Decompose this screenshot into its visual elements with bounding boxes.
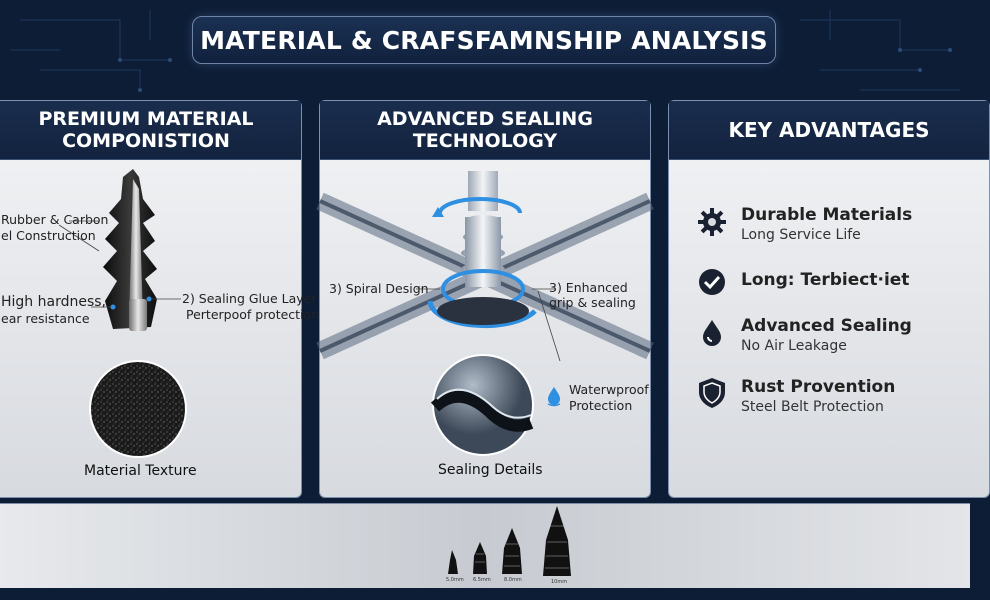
advantage-title: Long: Terbiect·iet bbox=[741, 270, 910, 290]
label-rubber-1: Rubber & Carbon bbox=[1, 212, 109, 227]
label-glue-1: 2) Sealing Glue Layer bbox=[182, 291, 317, 306]
advantage-title: Rust Provention bbox=[741, 377, 896, 397]
gear-icon bbox=[698, 208, 726, 236]
advantages-panel: KEY ADVANTAGES Durable Materials Long Se… bbox=[668, 100, 990, 498]
sealing-panel-header: ADVANCED SEALING TECHNOLOGY bbox=[320, 101, 650, 160]
water-drop-icon bbox=[703, 320, 721, 346]
size-label: 8.0mm bbox=[504, 577, 522, 583]
advantage-subtitle: Steel Belt Protection bbox=[741, 399, 884, 415]
label-water-2: Protection bbox=[569, 398, 633, 413]
advantages-panel-header: KEY ADVANTAGES bbox=[669, 101, 989, 160]
label-hardness-2: ear resistance bbox=[1, 311, 90, 326]
sealing-panel: ADVANCED SEALING TECHNOLOGY 3) Spir bbox=[316, 100, 654, 498]
page-title-box: MATERIAL & CRAFSFAMNSHIP ANALYSIS bbox=[192, 16, 776, 64]
label-hardness-1: High hardness, bbox=[1, 294, 106, 310]
size-label: 10mm bbox=[551, 579, 568, 585]
material-panel: PREMIUM MATERIAL COMPONISTION Rubber & C… bbox=[0, 100, 319, 498]
size-label: 5.0mm bbox=[446, 577, 464, 583]
page-title: MATERIAL & CRAFSFAMNSHIP ANALYSIS bbox=[200, 25, 768, 55]
label-enhanced-2: grip & sealing bbox=[549, 295, 636, 310]
tire-plug-cutaway-image bbox=[103, 169, 157, 331]
advantages-title: KEY ADVANTAGES bbox=[728, 118, 930, 142]
sealing-title-line2: TECHNOLOGY bbox=[412, 130, 558, 152]
material-title-line1: PREMIUM MATERIAL bbox=[38, 108, 254, 130]
advantage-subtitle: Long Service Life bbox=[741, 227, 861, 243]
advantage-title: Advanced Sealing bbox=[741, 316, 912, 336]
tire-plug-sizes-image bbox=[448, 506, 571, 576]
check-circle-icon bbox=[699, 269, 725, 295]
shield-icon bbox=[699, 378, 725, 408]
material-texture-image bbox=[89, 360, 187, 458]
material-title-line2: COMPONISTION bbox=[62, 130, 230, 152]
material-leader-lines bbox=[58, 220, 181, 310]
sealing-details-caption: Sealing Details bbox=[438, 462, 543, 478]
label-spiral: 3) Spiral Design bbox=[329, 281, 429, 296]
label-rubber-2: el Construction bbox=[1, 228, 96, 243]
sealing-title-line1: ADVANCED SEALING bbox=[377, 108, 593, 130]
spiral-plug-diagram bbox=[316, 171, 654, 362]
material-texture-caption: Material Texture bbox=[84, 463, 197, 479]
material-panel-header: PREMIUM MATERIAL COMPONISTION bbox=[0, 101, 301, 160]
advantage-title: Durable Materials bbox=[741, 205, 913, 225]
label-enhanced-1: 3) Enhanced bbox=[549, 280, 628, 295]
water-drop-icon bbox=[547, 387, 561, 407]
size-label: 6.5mm bbox=[473, 577, 491, 583]
label-glue-2: Perterpoof protection bbox=[186, 307, 320, 322]
size-strip: 5.0mm 6.5mm 8.0mm 10mm bbox=[0, 503, 970, 588]
label-water-1: Waterwproof bbox=[569, 382, 649, 397]
sealing-details-image bbox=[430, 354, 534, 456]
advantage-subtitle: No Air Leakage bbox=[741, 338, 847, 354]
